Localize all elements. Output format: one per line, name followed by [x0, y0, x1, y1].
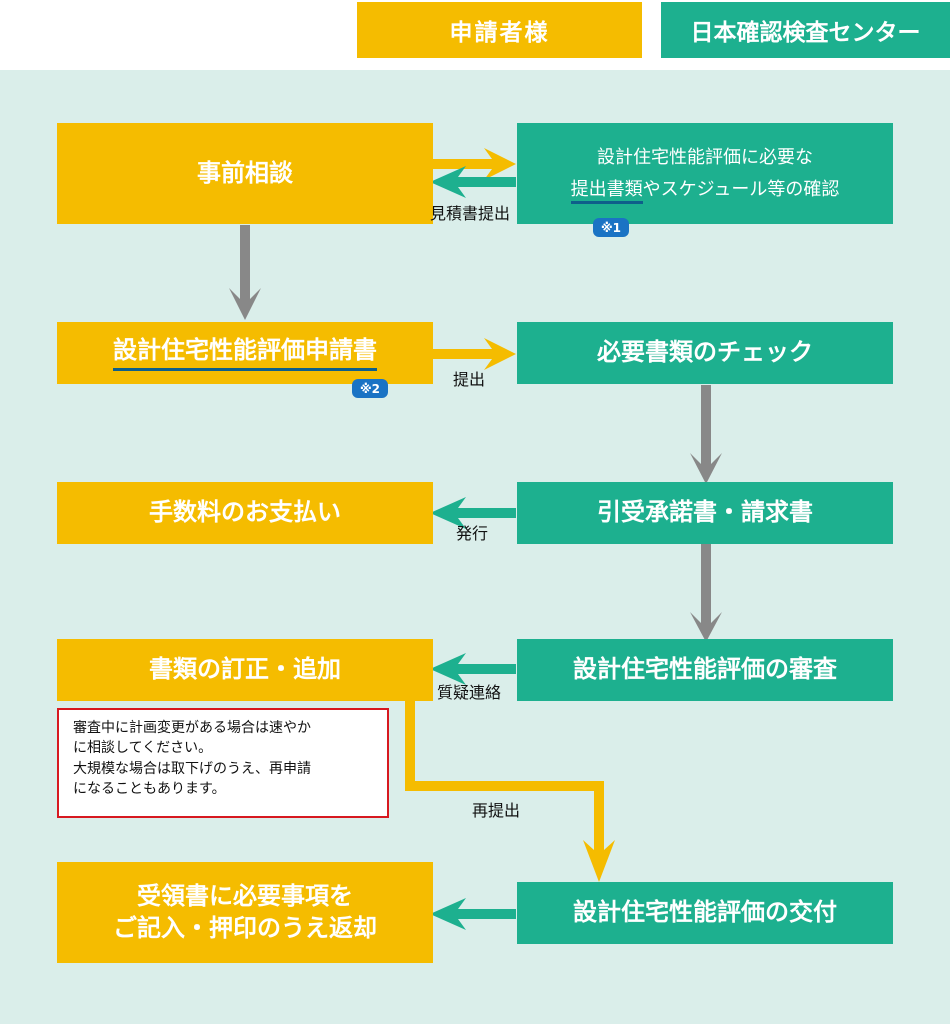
step-correction: 書類の訂正・追加	[57, 639, 433, 701]
step-document-check: 必要書類のチェック	[517, 322, 893, 384]
arrow-inquiry	[430, 653, 516, 685]
legend-center: 日本確認検査センター	[661, 2, 950, 58]
label-submit: 提出	[453, 370, 486, 389]
step-acceptance-label: 引受承諾書・請求書	[597, 498, 813, 527]
badge-note-1: ※1	[593, 218, 629, 237]
step-issuance-label: 設計住宅性能評価の交付	[573, 898, 837, 927]
step-confirm-line1: 設計住宅性能評価に必要な	[597, 147, 813, 168]
step-document-check-label: 必要書類のチェック	[597, 338, 813, 367]
arrow-resubmit	[405, 700, 615, 882]
green-arrows	[430, 166, 516, 930]
step-application-form-label: 設計住宅性能評価申請書	[113, 335, 377, 371]
note-line-3: 大規模な場合は取下げのうえ、再申請	[73, 760, 311, 777]
step-issuance: 設計住宅性能評価の交付	[517, 882, 893, 944]
step-document-confirmation: 設計住宅性能評価に必要な 提出書類やスケジュール等の確認	[517, 123, 893, 224]
step-consultation-label: 事前相談	[197, 158, 293, 187]
arrow-application-submit	[433, 338, 516, 370]
step-review: 設計住宅性能評価の審査	[517, 639, 893, 701]
step-confirm-underlined: 提出書類	[570, 178, 643, 204]
arrow-issue	[430, 497, 516, 529]
yellow-arrows	[405, 148, 615, 882]
step-receipt-return: 受領書に必要事項を ご記入・押印のうえ返却	[57, 862, 433, 963]
note-line-2: に相談してください。	[73, 740, 213, 757]
label-inquiry: 質疑連絡	[437, 683, 502, 702]
step-payment-label: 手数料のお支払い	[149, 498, 341, 527]
note-line-4: になることもあります。	[73, 780, 226, 797]
step-consultation: 事前相談	[57, 123, 433, 224]
arrow-consult-to-application	[229, 225, 261, 320]
legend-applicant: 申請者様	[357, 2, 642, 58]
step-review-label: 設計住宅性能評価の審査	[573, 655, 837, 684]
step-receipt-line1: 受領書に必要事項を	[137, 882, 353, 911]
arrow-check-to-acceptance	[690, 385, 722, 484]
label-resubmit: 再提出	[472, 801, 521, 820]
arrow-consultation-request	[433, 148, 516, 180]
badge-note-2: ※2	[352, 379, 388, 398]
arrow-estimate	[430, 166, 516, 198]
gray-arrows	[229, 225, 722, 642]
step-acceptance: 引受承諾書・請求書	[517, 482, 893, 544]
label-estimate: 見積書提出	[430, 204, 511, 223]
step-confirm-line2: 提出書類やスケジュール等の確認	[570, 174, 840, 206]
label-issue: 発行	[456, 524, 489, 543]
step-correction-label: 書類の訂正・追加	[149, 655, 341, 684]
step-receipt-line2: ご記入・押印のうえ返却	[113, 913, 377, 942]
step-payment: 手数料のお支払い	[57, 482, 433, 544]
step-application-form: 設計住宅性能評価申請書	[57, 322, 433, 384]
arrow-acceptance-to-review	[690, 544, 722, 642]
arrow-issuance-return	[430, 898, 516, 930]
change-note: 審査中に計画変更がある場合は速やか に相談してください。 大規模な場合は取下げの…	[57, 708, 389, 818]
note-line-1: 審査中に計画変更がある場合は速やか	[73, 720, 311, 736]
step-confirm-rest: やスケジュール等の確認	[642, 178, 840, 200]
